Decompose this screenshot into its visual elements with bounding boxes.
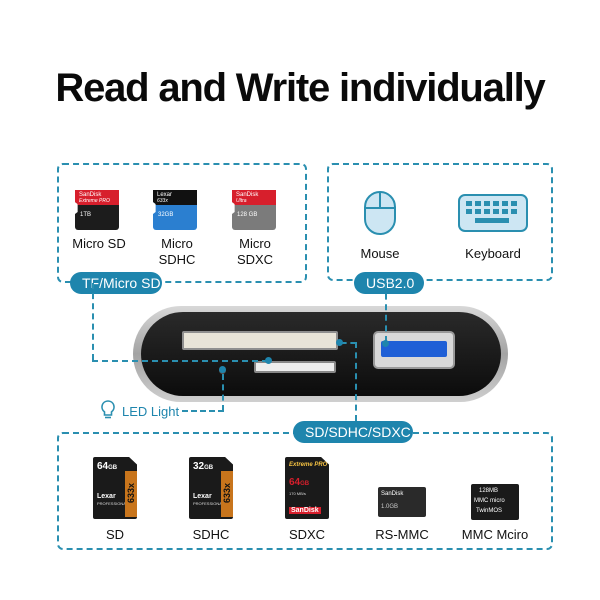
sdxc-caption: SDXC — [288, 527, 326, 542]
sd-connector-line-h — [341, 342, 356, 344]
mmc-micro-caption: MMC Mciro — [461, 527, 529, 542]
page-title: Read and Write individually — [55, 66, 545, 110]
bulb-icon — [101, 400, 115, 419]
sd-caption: SD — [105, 527, 125, 542]
mouse-caption: Mouse — [360, 246, 400, 261]
usb-connector-line — [385, 283, 387, 342]
tf-card-group — [57, 163, 307, 283]
tf-connector-line-h — [92, 360, 268, 362]
micro-sd-card: SanDisk Extreme PRO 1TB — [75, 190, 119, 230]
mouse-icon — [364, 191, 396, 235]
led-dot — [219, 366, 226, 373]
micro-sd-slot — [254, 361, 336, 373]
usb2-label: USB2.0 — [354, 272, 424, 294]
tf-connector-line — [92, 283, 94, 360]
rs-mmc-caption: RS-MMC — [375, 527, 429, 542]
micro-slot-dot — [265, 357, 272, 364]
sdhc-caption: SDHC — [192, 527, 230, 542]
led-connector-line — [222, 374, 224, 411]
micro-sdhc-caption: Micro SDHC — [158, 236, 196, 267]
led-light-label: LED Light — [122, 404, 180, 419]
usb-port — [373, 331, 455, 369]
keyboard-caption: Keyboard — [465, 246, 521, 261]
rs-mmc-card: SanDisk 1.0GB — [378, 487, 426, 517]
led-connector-line-h — [182, 410, 224, 412]
sd-card: 64GB Lexar PROFESSIONAL 633x — [93, 457, 137, 519]
tf-micro-sd-label: TF/Micro SD — [70, 272, 162, 294]
micro-sd-caption: Micro SD — [72, 236, 126, 251]
sdhc-card: 32GB Lexar PROFESSIONAL 633x — [189, 457, 233, 519]
keyboard-icon — [458, 194, 528, 232]
sd-card-slot — [182, 331, 338, 350]
micro-sdxc-card: SanDisk Ultra 128 GB — [232, 190, 276, 230]
usb-device-group — [327, 163, 553, 281]
sd-sdhc-sdxc-label: SD/SDHC/SDXC — [293, 421, 413, 443]
micro-sdxc-caption: Micro SDXC — [236, 236, 274, 267]
micro-sdhc-card: Lexar 633x 32GB — [153, 190, 197, 230]
sd-slot-dot — [336, 339, 343, 346]
mmc-micro-card: 128MB MMC micro TwinMOS — [471, 484, 519, 520]
sdxc-card: Extreme PRO 64GB 170 MB/s SanDisk — [285, 457, 329, 519]
sd-connector-line — [355, 342, 357, 421]
usb-port-dot — [382, 340, 389, 347]
